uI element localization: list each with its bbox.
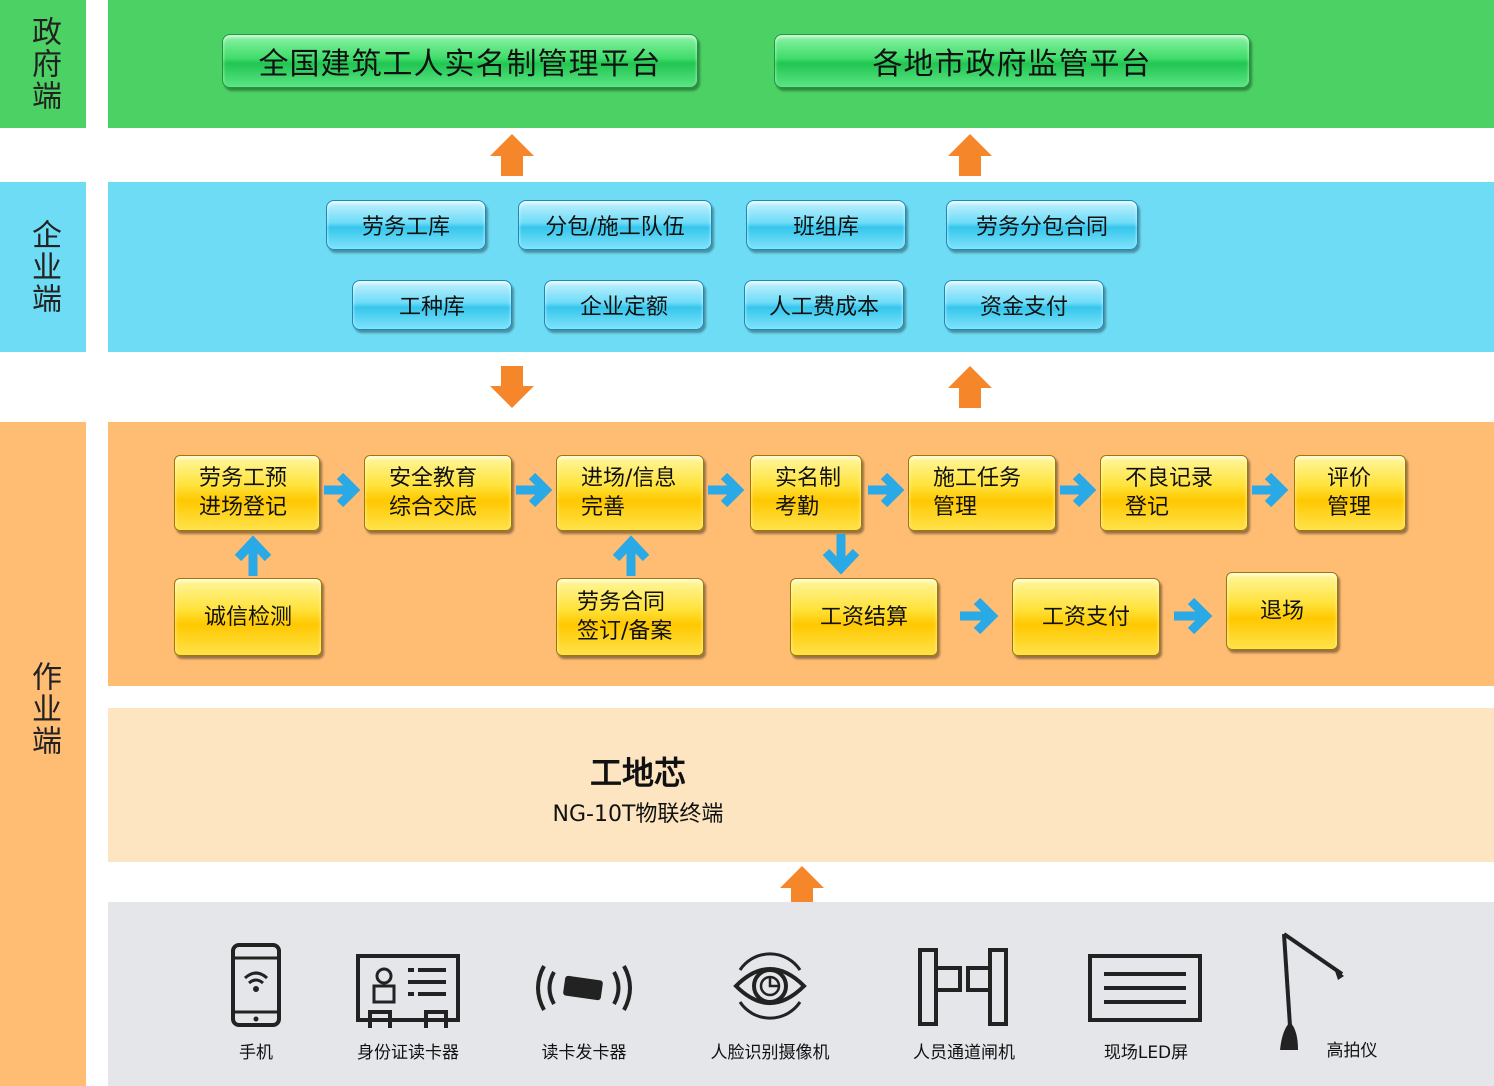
device-label: 读卡发卡器: [541, 1043, 627, 1063]
up-arrow-icon: [612, 535, 650, 576]
team-library-button[interactable]: 班组库: [746, 200, 906, 250]
right-arrow-icon: [516, 472, 553, 508]
right-arrow-icon: [1252, 472, 1289, 508]
right-arrow-icon: [708, 472, 745, 508]
national-platform-button[interactable]: 全国建筑工人实名制管理平台: [222, 34, 698, 88]
credit-check-button[interactable]: 诚信检测: [174, 578, 322, 656]
enterprise-side-text: 企业端: [26, 219, 61, 315]
safety-education-button[interactable]: 安全教育 综合交底: [364, 455, 512, 531]
gov-side-text: 政府端: [26, 16, 61, 112]
right-arrow-icon: [868, 472, 905, 508]
evaluation-button[interactable]: 评价 管理: [1294, 455, 1406, 531]
device-label: 人脸识别摄像机: [710, 1043, 830, 1063]
labor-worker-library-button[interactable]: 劳务工库: [326, 200, 486, 250]
right-arrow-icon: [960, 597, 999, 635]
device-label: 高拍仪: [1326, 1041, 1378, 1061]
wage-payment-button[interactable]: 工资支付: [1012, 578, 1160, 656]
wage-settlement-button[interactable]: 工资结算: [790, 578, 938, 656]
pre-entry-registration-button[interactable]: 劳务工预 进场登记: [174, 455, 320, 531]
up-arrow-icon: [234, 535, 272, 576]
up-arrow-icon: [948, 366, 992, 408]
up-arrow-icon: [490, 134, 534, 176]
entry-info-button[interactable]: 进场/信息 完善: [556, 455, 704, 531]
labor-contract-button[interactable]: 劳务合同 签订/备案: [556, 578, 704, 656]
enterprise-side-label: 企业端: [0, 182, 86, 352]
up-arrow-icon: [948, 134, 992, 176]
labor-subcontract-button[interactable]: 劳务分包合同: [946, 200, 1138, 250]
labor-cost-button[interactable]: 人工费成本: [744, 280, 904, 330]
devices-band: [108, 902, 1494, 1086]
face-camera-icon: [733, 952, 807, 1020]
task-management-button[interactable]: 施工任务 管理: [908, 455, 1056, 531]
right-arrow-icon: [1060, 472, 1097, 508]
chip-band: [108, 708, 1494, 862]
device-label: 身份证读卡器: [357, 1043, 459, 1063]
chip-subtitle: NG-10T物联终端: [552, 802, 724, 827]
subcontract-team-button[interactable]: 分包/施工队伍: [518, 200, 712, 250]
mobile-phone-icon: [231, 943, 281, 1027]
enterprise-quota-button[interactable]: 企业定额: [544, 280, 704, 330]
attendance-button[interactable]: 实名制 考勤: [750, 455, 862, 531]
chip-title: 工地芯: [589, 754, 686, 792]
id-card-reader-icon: [356, 954, 460, 1028]
operation-side-text: 作业端: [26, 661, 61, 757]
bad-record-button[interactable]: 不良记录 登记: [1100, 455, 1248, 531]
card-reader-icon: [536, 965, 632, 1011]
city-supervision-button[interactable]: 各地市政府监管平台: [774, 34, 1250, 88]
down-arrow-icon: [490, 366, 534, 408]
operation-side-label: 作业端: [0, 422, 86, 1086]
trade-library-button[interactable]: 工种库: [352, 280, 512, 330]
device-label: 现场LED屏: [1103, 1043, 1189, 1063]
exit-button[interactable]: 退场: [1226, 572, 1338, 650]
down-arrow-icon: [822, 534, 860, 575]
device-label: 人员通道闸机: [913, 1043, 1015, 1063]
turnstile-gate-icon: [918, 948, 1008, 1026]
up-arrow-icon: [780, 866, 824, 908]
gov-side-label: 政府端: [0, 0, 86, 128]
fund-payment-button[interactable]: 资金支付: [944, 280, 1104, 330]
document-camera-icon: [1280, 932, 1344, 1050]
right-arrow-icon: [324, 472, 361, 508]
device-label: 手机: [239, 1043, 273, 1063]
led-screen-icon: [1088, 954, 1202, 1022]
right-arrow-icon: [1174, 597, 1213, 635]
